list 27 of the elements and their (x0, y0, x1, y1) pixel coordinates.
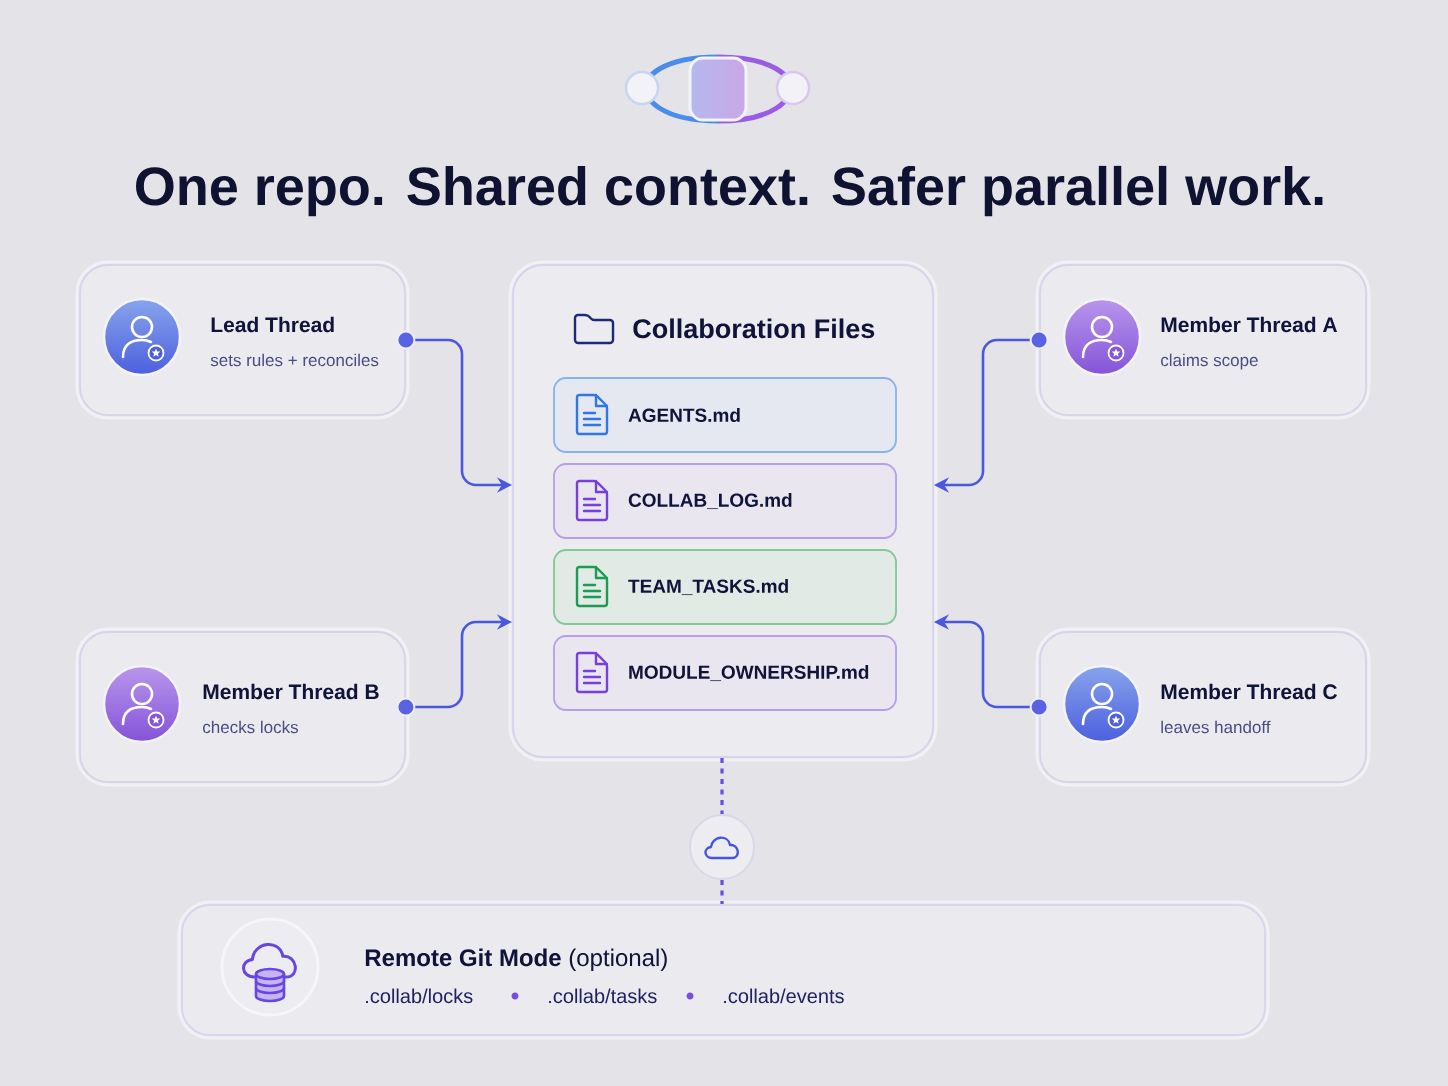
cloud-icon (689, 814, 755, 880)
card-title: Lead Thread (211, 316, 334, 333)
panel-heading: Remote Git Mode (optional) (365, 948, 667, 971)
file-box: MODULE_OWNERSHIP.md (553, 635, 897, 711)
card-subtitle: leaves handoff (1161, 720, 1271, 734)
thread-card (1035, 260, 1371, 420)
thread-card (75, 627, 410, 787)
panel-heading: Collaboration Files (633, 318, 875, 339)
file-box: TEAM_TASKS.md (553, 549, 897, 625)
file-box: AGENTS.md (553, 377, 897, 453)
card-subtitle: checks locks (203, 720, 298, 734)
card-title: Member Thread A (1161, 316, 1338, 333)
card-subtitle: sets rules + reconciles (210, 353, 379, 367)
file-box: COLLAB_LOG.md (553, 463, 897, 539)
thread-card (75, 260, 410, 420)
remote-panel (177, 900, 1270, 1040)
connector-line (720, 880, 724, 905)
connector-line (720, 757, 724, 814)
card-title: Member Thread C (1161, 683, 1338, 700)
path-label: .collab/events (724, 988, 844, 1004)
path-label: .collab/locks (366, 988, 473, 1004)
thread-card (1035, 627, 1371, 787)
title: One repo. Shared context. Safer parallel work. (136, 165, 1323, 217)
path-label: .collab/tasks (549, 988, 657, 1004)
files-panel (508, 260, 938, 762)
card-subtitle: claims scope (1161, 353, 1258, 370)
card-title: Member Thread B (203, 683, 379, 700)
